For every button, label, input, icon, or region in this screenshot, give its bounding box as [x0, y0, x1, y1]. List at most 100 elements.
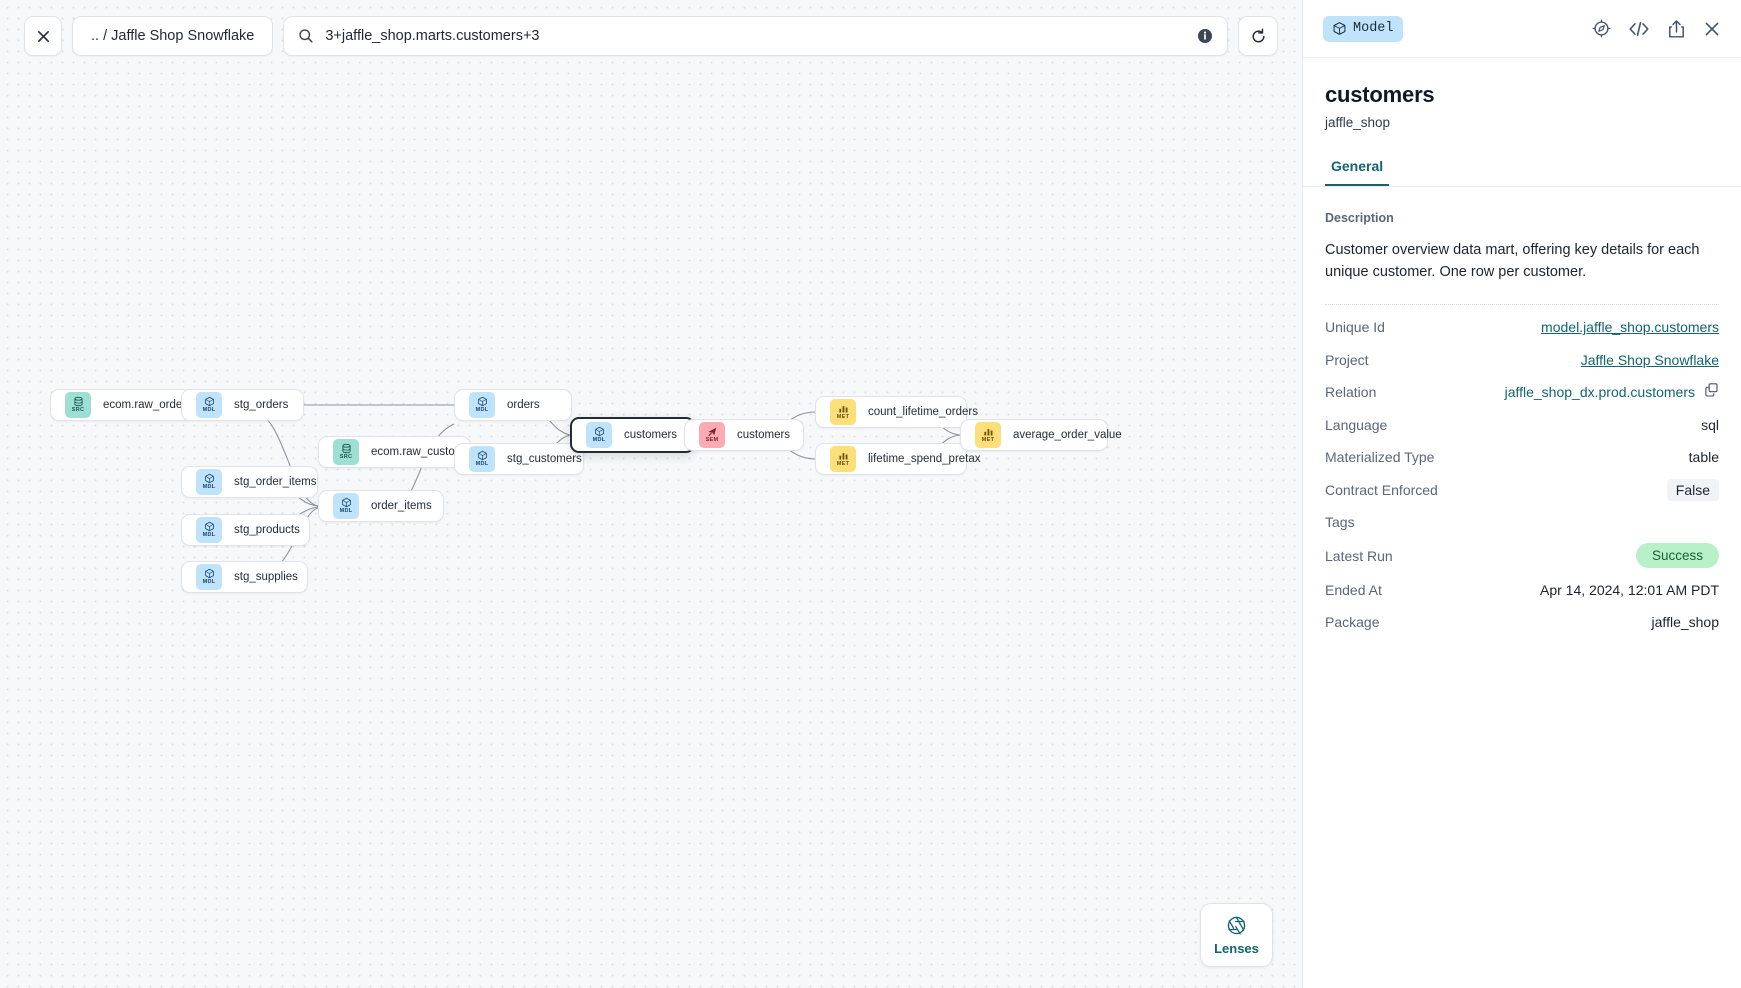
details-panel: Model — [1302, 0, 1741, 988]
model-type-badge[interactable]: Model — [1323, 15, 1403, 42]
breadcrumb[interactable]: .. / Jaffle Shop Snowflake — [72, 16, 274, 56]
aperture-icon — [1227, 916, 1246, 935]
node-type-badge-mdl: MDL — [196, 469, 222, 495]
detail-label: Materialized Type — [1325, 449, 1435, 466]
divider — [1325, 303, 1719, 305]
node-type-badge-mdl: MDL — [469, 446, 495, 472]
refresh-icon — [1251, 27, 1265, 42]
lineage-node-stg_products[interactable]: MDL stg_products — [181, 514, 310, 546]
detail-label: Relation — [1325, 384, 1377, 401]
lineage-node-label: orders — [507, 399, 540, 411]
detail-row: Contract Enforced False — [1325, 473, 1719, 506]
lineage-node-customers_model[interactable]: MDL customers — [570, 417, 695, 453]
node-type-badge-mdl: MDL — [586, 422, 612, 448]
lineage-node-stg_order_items[interactable]: MDL stg_order_items — [181, 466, 318, 498]
panel-header-actions — [1592, 19, 1721, 39]
detail-label: Project — [1325, 351, 1369, 368]
detail-row: Materialized Type table — [1325, 441, 1719, 474]
lineage-node-stg_customers[interactable]: MDL stg_customers — [454, 443, 584, 475]
detail-value[interactable]: Jaffle Shop Snowflake — [1580, 351, 1719, 368]
info-icon[interactable] — [1197, 28, 1213, 44]
detail-value-wrap: jaffle_shop — [1652, 614, 1719, 630]
close-panel-icon[interactable] — [1703, 20, 1721, 38]
node-type-badge-mdl: MDL — [469, 392, 495, 418]
lineage-node-orders[interactable]: MDL orders — [454, 389, 572, 421]
node-type-badge-mdl: MDL — [196, 392, 222, 418]
close-graph-button[interactable] — [24, 16, 62, 56]
search-icon — [299, 29, 313, 43]
lineage-node-label: stg_supplies — [234, 571, 298, 583]
detail-row: Unique Id model.jaffle_shop.customers — [1325, 311, 1719, 344]
tab-general[interactable]: General — [1325, 158, 1390, 186]
detail-value: sql — [1701, 416, 1719, 433]
detail-row: Latest Run Success — [1325, 538, 1719, 573]
lineage-node-customers_semantic[interactable]: SEM customers — [684, 419, 804, 451]
lineage-node-ecom_raw_customers[interactable]: SRC ecom.raw_customers — [318, 436, 480, 468]
detail-value: Success — [1635, 543, 1719, 569]
detail-value-wrap: Success — [1635, 543, 1719, 569]
node-type-badge-src: SRC — [65, 392, 91, 418]
lenses-label: Lenses — [1214, 940, 1259, 956]
panel-title-block: customers jaffle_shop — [1303, 58, 1741, 130]
lineage-node-ecom_raw_orders[interactable]: SRC ecom.raw_orders — [50, 389, 192, 421]
lineage-node-label: ecom.raw_customers — [371, 446, 481, 458]
detail-row: Tags — [1325, 506, 1719, 539]
detail-value[interactable]: jaffle_shop_dx.prod.customers — [1504, 384, 1695, 401]
lineage-node-label: stg_products — [234, 524, 300, 536]
detail-value-wrap: model.jaffle_shop.customers — [1541, 319, 1719, 335]
lineage-node-label: stg_customers — [507, 453, 582, 465]
node-type-badge-met: MET — [975, 422, 1001, 448]
lineage-canvas[interactable]: .. / Jaffle Shop Snowflake 3+jaffle_shop… — [0, 0, 1302, 988]
explore-icon[interactable] — [1592, 19, 1611, 38]
share-icon[interactable] — [1667, 19, 1686, 39]
node-type-badge-src: SRC — [333, 439, 359, 465]
node-type-badge-met: MET — [830, 399, 856, 425]
detail-value[interactable]: model.jaffle_shop.customers — [1541, 319, 1719, 336]
lineage-node-count_lifetime_orders[interactable]: MET count_lifetime_orders — [815, 396, 978, 428]
lenses-button[interactable]: Lenses — [1200, 903, 1273, 967]
detail-label: Package — [1325, 614, 1380, 631]
panel-header: Model — [1303, 0, 1741, 58]
detail-value-wrap: table — [1689, 449, 1719, 465]
lineage-node-label: stg_order_items — [234, 476, 317, 488]
detail-value: False — [1666, 478, 1719, 501]
node-type-badge-mdl: MDL — [196, 517, 222, 543]
panel-tabs: General — [1303, 158, 1741, 187]
panel-subtitle: jaffle_shop — [1325, 115, 1391, 130]
search-bar[interactable]: 3+jaffle_shop.marts.customers+3 — [283, 16, 1228, 56]
cube-icon — [1333, 22, 1346, 35]
lineage-node-label: customers — [737, 429, 791, 441]
detail-label: Latest Run — [1325, 547, 1393, 564]
detail-value-wrap: Jaffle Shop Snowflake — [1581, 352, 1719, 368]
code-icon[interactable] — [1628, 20, 1650, 38]
refresh-button[interactable] — [1238, 16, 1278, 56]
detail-value: jaffle_shop — [1651, 614, 1719, 631]
model-type-badge-label: Model — [1353, 21, 1394, 36]
detail-row: Project Jaffle Shop Snowflake — [1325, 343, 1719, 376]
detail-label: Contract Enforced — [1325, 481, 1438, 498]
lineage-node-label: lifetime_spend_pretax — [868, 453, 981, 465]
detail-row: Package jaffle_shop — [1325, 606, 1719, 639]
copy-icon[interactable] — [1704, 382, 1719, 402]
detail-label: Tags — [1325, 514, 1355, 531]
panel-body: Description Customer overview data mart,… — [1303, 187, 1741, 988]
description-text: Customer overview data mart, offering ke… — [1325, 242, 1700, 281]
search-input[interactable]: 3+jaffle_shop.marts.customers+3 — [325, 28, 540, 44]
lineage-node-label: customers — [624, 429, 678, 441]
detail-value: table — [1688, 449, 1719, 466]
lineage-node-label: count_lifetime_orders — [868, 406, 978, 418]
node-type-badge-sem: SEM — [699, 422, 725, 448]
node-type-badge-mdl: MDL — [333, 493, 359, 519]
detail-label: Unique Id — [1325, 319, 1385, 336]
detail-value-wrap: False — [1666, 478, 1719, 501]
lineage-node-label: ecom.raw_orders — [103, 399, 192, 411]
